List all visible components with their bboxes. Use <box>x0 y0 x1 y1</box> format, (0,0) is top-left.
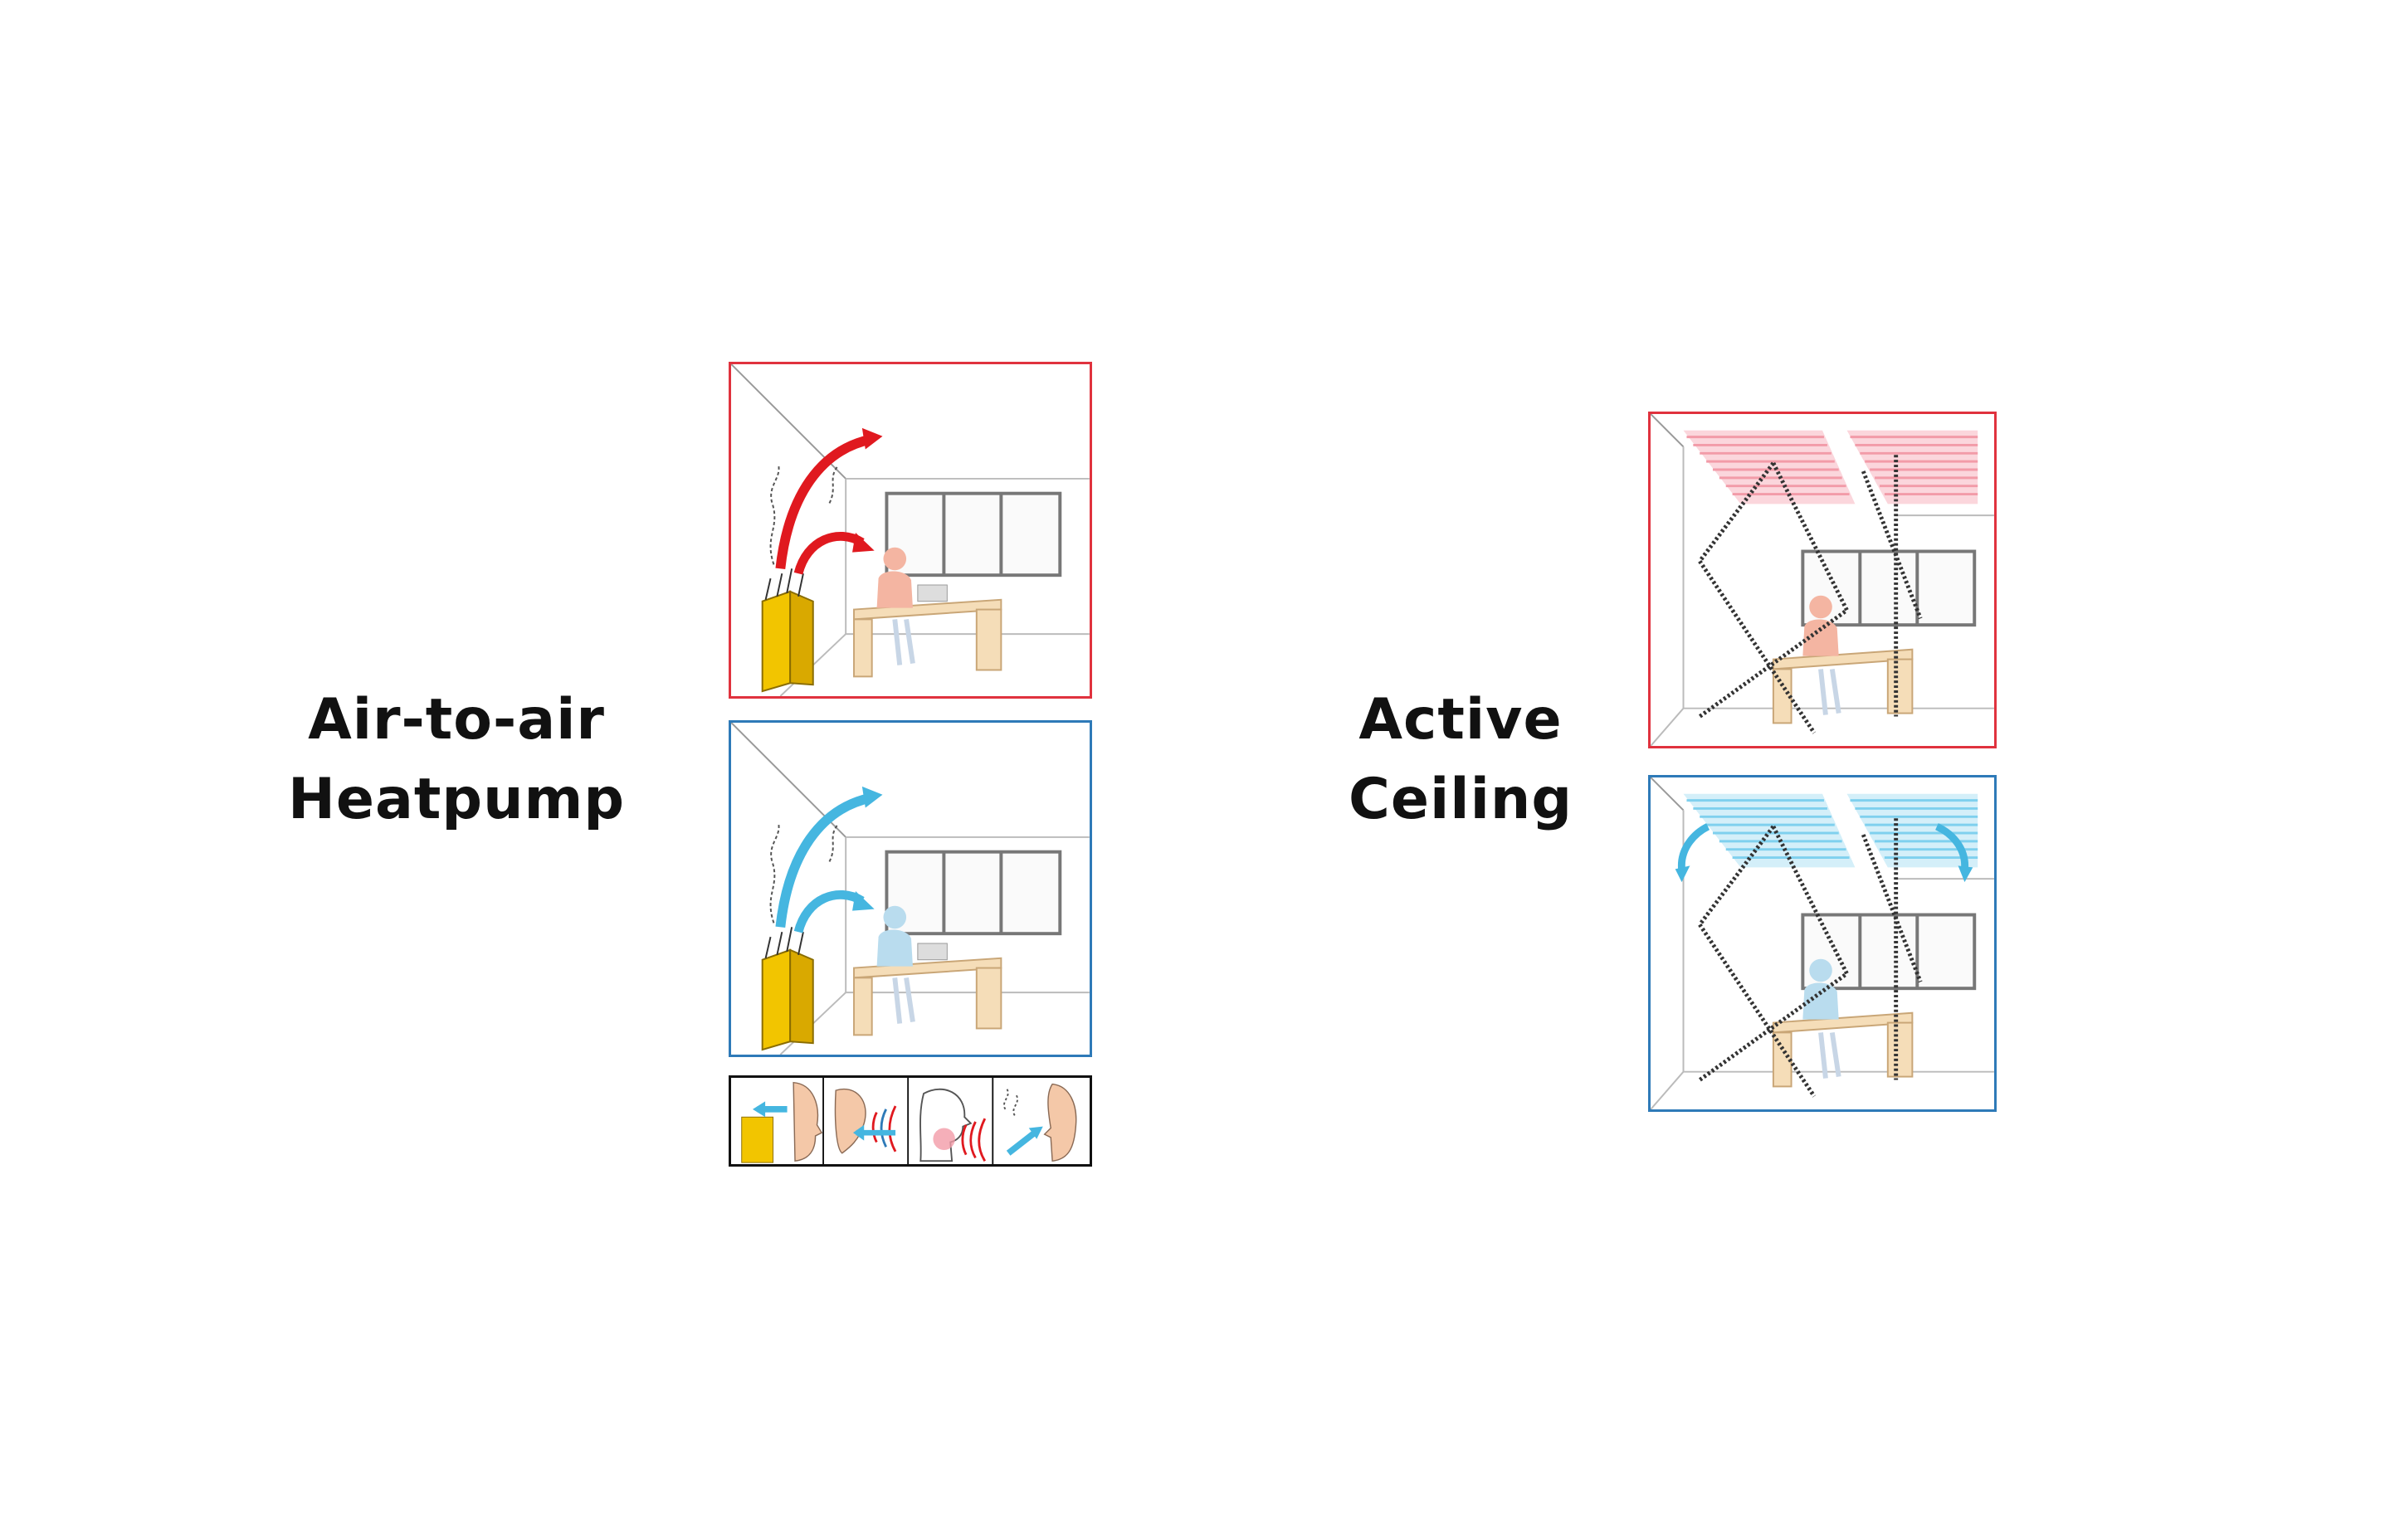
active-ceiling-label-line2: Ceiling <box>1348 767 1573 832</box>
heatpump-label-line2: Heatpump <box>287 767 626 832</box>
window-icon <box>885 491 1062 578</box>
window-icon <box>1801 549 1977 627</box>
heatpump-cooling-panel <box>729 720 1092 1057</box>
active-ceiling-heating-illustration <box>1651 414 1994 746</box>
comfort-issues-illustration <box>741 1078 1077 1164</box>
heat-pump-unit-icon <box>761 568 814 693</box>
person-at-desk-icon <box>876 905 948 1024</box>
desk-icon <box>853 957 1002 1036</box>
desk-icon <box>1772 1011 1914 1088</box>
radiation-path-icon <box>1697 455 1923 734</box>
active-ceiling-heating-panel <box>1648 412 1997 748</box>
heatpump-comfort-issues-strip <box>729 1075 1092 1167</box>
radiant-ceiling-panel-icon <box>1683 430 1978 504</box>
heatpump-heating-panel <box>729 362 1092 699</box>
heatpump-heating-illustration <box>731 364 1090 696</box>
active-ceiling-cooling-panel <box>1648 775 1997 1112</box>
active-ceiling-label-line1: Active <box>1358 687 1563 753</box>
heatpump-label: Air-to-air Heatpump <box>249 680 664 840</box>
radiant-ceiling-panel-icon <box>1683 793 1978 868</box>
window-icon <box>885 850 1062 936</box>
active-ceiling-label: Active Ceiling <box>1311 680 1610 840</box>
noise-ear-icon <box>834 1088 897 1154</box>
dust-face-icon <box>1003 1083 1077 1162</box>
airflow-arrow-icon <box>769 786 883 933</box>
desk-icon <box>853 598 1002 678</box>
desk-icon <box>1772 648 1914 724</box>
heatpump-label-line1: Air-to-air <box>308 687 605 753</box>
person-at-desk-icon <box>1802 595 1841 715</box>
neck-draft-icon <box>919 1088 987 1162</box>
window-icon <box>1801 913 1977 991</box>
airflow-arrow-icon <box>1675 823 1973 883</box>
heatpump-cooling-illustration <box>731 723 1090 1055</box>
airflow-arrow-icon <box>769 427 883 575</box>
heat-pump-unit-icon <box>761 927 814 1051</box>
active-ceiling-cooling-illustration <box>1651 777 1994 1109</box>
draft-face-icon <box>741 1081 823 1163</box>
person-at-desk-icon <box>1802 958 1841 1079</box>
person-at-desk-icon <box>876 547 948 665</box>
